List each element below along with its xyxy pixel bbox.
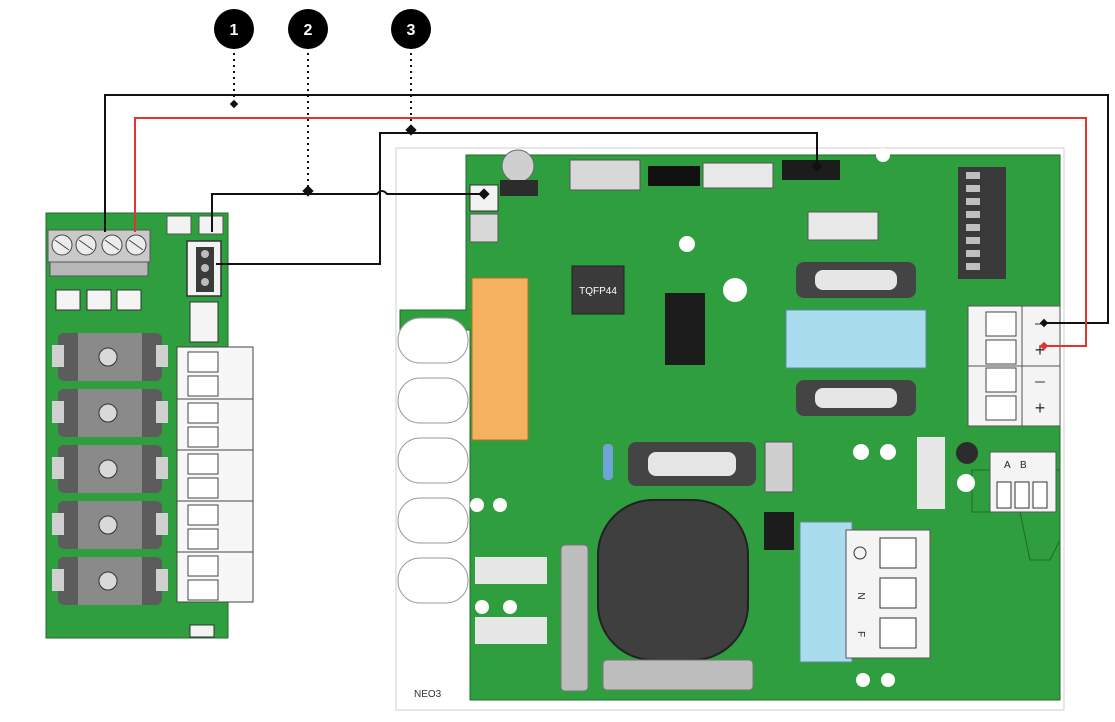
terminal-n-label: N xyxy=(855,592,866,599)
expansion-terminal-strip xyxy=(176,346,254,603)
callout-1-number: 1 xyxy=(230,22,239,39)
power-terminal-block: + + xyxy=(967,305,1061,427)
wire-3 xyxy=(216,124,823,265)
expansion-terminal-block xyxy=(47,229,151,277)
expansion-3pin-connector xyxy=(186,240,222,297)
board-connector xyxy=(807,211,879,241)
main-control-board: TQFP44 xyxy=(395,147,1065,711)
cyan-capacitor xyxy=(799,521,853,663)
orange-component xyxy=(471,277,529,441)
dip-switch xyxy=(958,167,1006,279)
terminal-a-label: A xyxy=(1004,460,1011,471)
callout-3-number: 3 xyxy=(407,22,416,39)
svg-text:+: + xyxy=(1035,398,1046,418)
cyan-capacitor xyxy=(785,309,927,369)
wire-2 xyxy=(211,185,490,232)
expansion-board xyxy=(45,212,254,639)
board-connector xyxy=(702,162,774,189)
callout-1: 1 xyxy=(214,9,254,49)
callout-2: 2 xyxy=(288,9,328,49)
inductor xyxy=(597,499,749,661)
wire-1 xyxy=(104,94,1109,351)
header-connector xyxy=(782,160,840,180)
terminal-b-label: B xyxy=(1020,460,1027,471)
fuse xyxy=(796,380,916,416)
callout-2-number: 2 xyxy=(304,22,313,39)
microcontroller-chip: TQFP44 xyxy=(571,265,625,315)
svg-text:+: + xyxy=(1035,340,1046,360)
board-name-label: NEO3 xyxy=(414,689,442,700)
terminal-f-label: F xyxy=(855,631,866,637)
expansion-connector xyxy=(166,215,192,235)
mains-terminal: N F xyxy=(845,529,931,659)
fuse xyxy=(796,262,916,298)
chip-marking: TQFP44 xyxy=(579,286,617,297)
ab-terminal: A B xyxy=(989,451,1057,513)
relay-row xyxy=(52,333,168,605)
callout-3: 3 xyxy=(391,9,431,49)
fuse xyxy=(628,442,756,486)
